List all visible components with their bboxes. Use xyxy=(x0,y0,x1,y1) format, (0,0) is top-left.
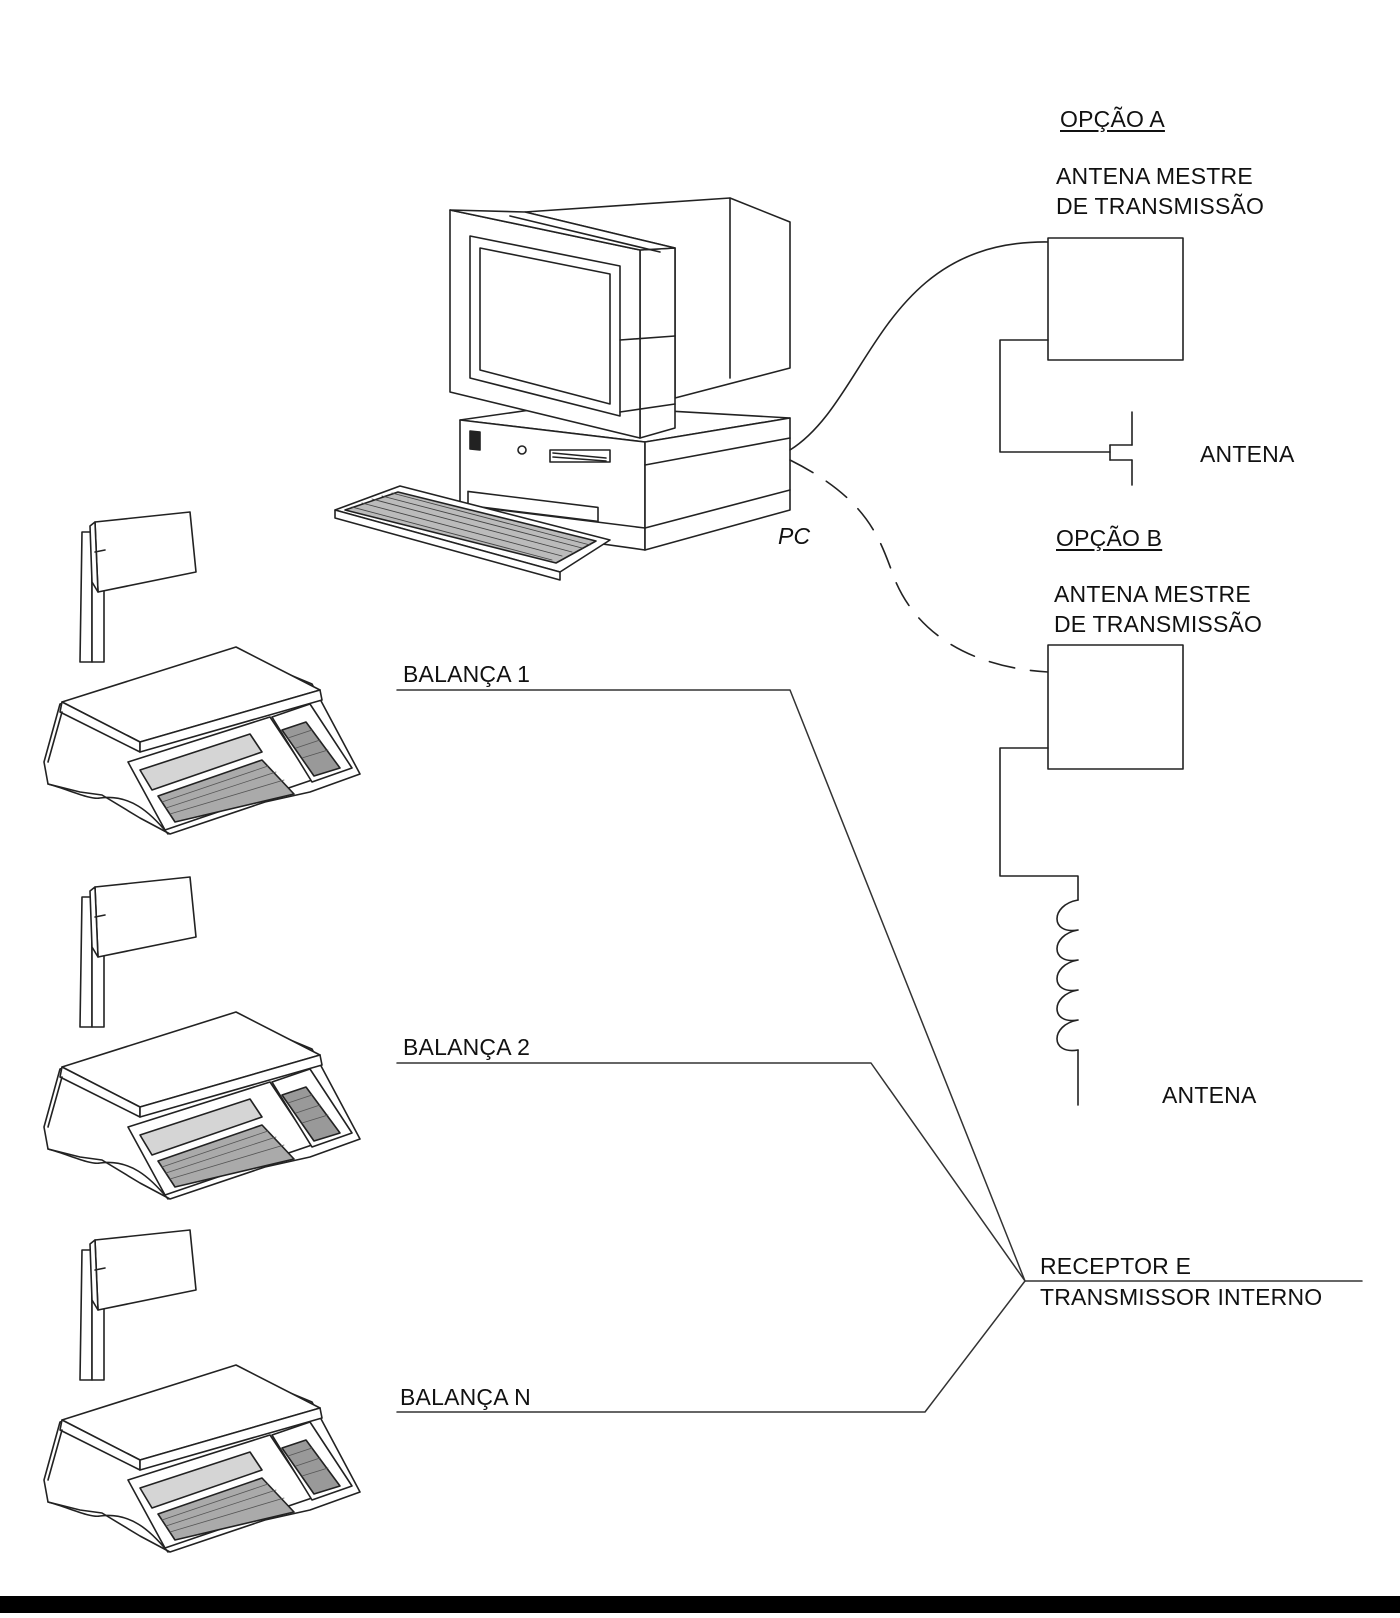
receiver-label-line1: RECEPTOR E xyxy=(1040,1253,1192,1279)
option-a-antenna-label: ANTENA xyxy=(1200,441,1295,467)
option-a-link xyxy=(789,237,1184,486)
pc-label: PC xyxy=(778,523,811,549)
option-b-master-antenna-box xyxy=(1047,644,1184,770)
scale-1-label: BALANÇA 1 xyxy=(403,661,531,687)
option-a-heading: OPÇÃO A xyxy=(1060,106,1165,132)
scale-2-icon xyxy=(43,876,361,1200)
scale-n-icon xyxy=(43,1229,361,1553)
option-b-master-antenna-line2: DE TRANSMISSÃO xyxy=(1054,611,1263,637)
option-a-master-antenna-box xyxy=(1047,237,1184,361)
pc-computer-icon xyxy=(334,197,791,581)
scale-2-label: BALANÇA 2 xyxy=(403,1034,531,1060)
option-b-heading: OPÇÃO B xyxy=(1056,525,1163,551)
option-b-antenna-label: ANTENA xyxy=(1162,1082,1257,1108)
option-a-master-antenna-line2: DE TRANSMISSÃO xyxy=(1056,193,1265,219)
option-b-master-antenna-line1: ANTENA MESTRE xyxy=(1054,581,1251,607)
page-bottom-rule xyxy=(0,1596,1400,1613)
option-a-master-antenna-line1: ANTENA MESTRE xyxy=(1056,163,1253,189)
receiver-label-line2: TRANSMISSOR INTERNO xyxy=(1040,1284,1323,1310)
scale-1-icon xyxy=(43,511,361,835)
scale-connection-lines xyxy=(396,689,1363,1413)
option-b-link xyxy=(789,459,1184,1106)
scale-n-label: BALANÇA N xyxy=(400,1384,531,1410)
